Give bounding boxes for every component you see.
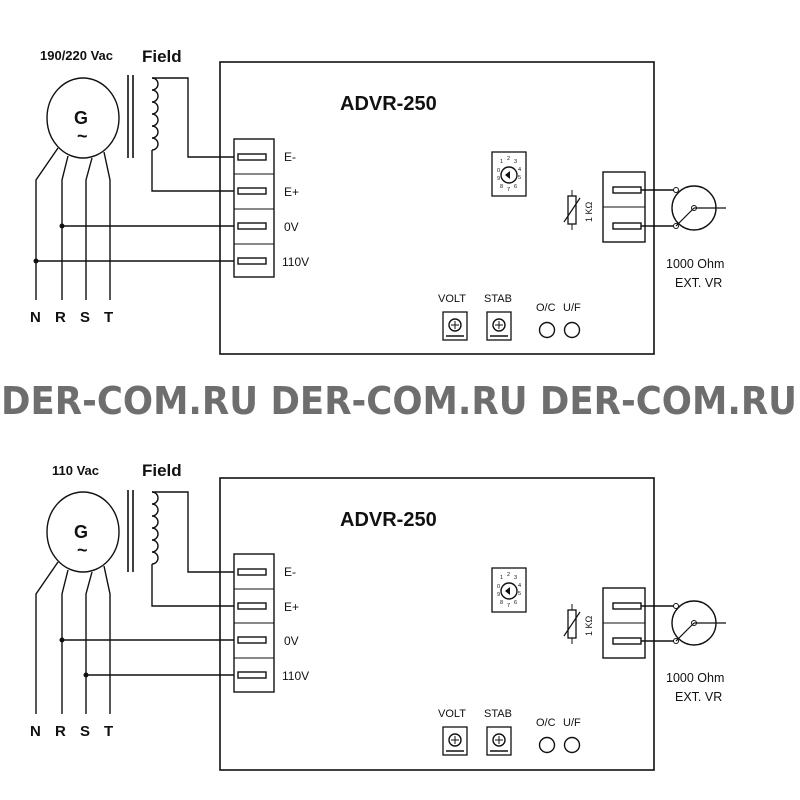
- phase-t: T: [104, 723, 113, 740]
- generator-symbol: G: [74, 108, 88, 128]
- dial-number: 7: [507, 603, 510, 609]
- resistor-label: 1 KΩ: [584, 201, 594, 222]
- terminal-110v: 110V: [282, 669, 309, 683]
- diagram-top: ADVR-250 190/220 Vac Field G ~ N R S T: [30, 47, 726, 355]
- dial-number: 6: [514, 600, 517, 606]
- dial-number: 8: [500, 184, 503, 190]
- terminal-e-plus: E+: [284, 600, 299, 614]
- uf-label: U/F: [563, 717, 581, 729]
- rotary-dial-icon[interactable]: 0 1 2 3 4 5 6 7 8 9: [491, 151, 527, 197]
- generator-icon: [46, 491, 120, 573]
- volt-label: VOLT: [438, 293, 466, 305]
- watermark: DER-COM.RU DER-COM.RU DER-COM.RU: [1, 379, 797, 423]
- dial-number: 8: [500, 600, 503, 606]
- dial-number: 7: [507, 187, 510, 193]
- dial-number: 1: [500, 575, 503, 581]
- oc-led-icon: [538, 736, 556, 754]
- dial-number: 4: [518, 583, 521, 589]
- phase-s: S: [80, 309, 90, 326]
- phase-r: R: [55, 723, 66, 740]
- external-variable-resistor-icon[interactable]: [671, 185, 726, 231]
- model-label: ADVR-250: [340, 509, 437, 531]
- ext-terminal-block: [602, 587, 646, 659]
- dial-number: 9: [497, 592, 500, 598]
- dial-number: 3: [514, 159, 517, 165]
- terminal-0v: 0V: [284, 634, 299, 648]
- dial-number: 3: [514, 575, 517, 581]
- uf-led-icon: [563, 321, 581, 339]
- dial-number: 6: [514, 184, 517, 190]
- dial-number: 4: [518, 167, 521, 173]
- volt-trimmer-icon[interactable]: [442, 311, 468, 341]
- phase-r: R: [55, 309, 66, 326]
- controller-box: [219, 61, 655, 355]
- dial-number: 0: [497, 168, 500, 174]
- dial-number: 1: [500, 159, 503, 165]
- terminal-e-minus: E-: [284, 565, 296, 579]
- stab-trimmer-icon[interactable]: [486, 726, 512, 756]
- volt-trimmer-icon[interactable]: [442, 726, 468, 756]
- resistor-icon: [563, 190, 581, 230]
- oc-label: O/C: [536, 302, 556, 314]
- phase-n: N: [30, 723, 41, 740]
- phase-s: S: [80, 723, 90, 740]
- generator-icon: [46, 77, 120, 159]
- phase-t: T: [104, 309, 113, 326]
- resistor-label: 1 KΩ: [584, 615, 594, 636]
- controller-box: [219, 477, 655, 771]
- stab-label: STAB: [484, 708, 512, 720]
- uf-label: U/F: [563, 302, 581, 314]
- terminal-e-minus: E-: [284, 150, 296, 164]
- generator-tilde: ~: [77, 540, 88, 560]
- terminal-block: [233, 553, 275, 693]
- rotary-dial-icon[interactable]: 0 1 2 3 4 5 6 7 8 9: [491, 567, 527, 613]
- ext-vr-value: 1000 Ohm: [666, 257, 724, 271]
- uf-led-icon: [563, 736, 581, 754]
- field-winding-icon: [127, 490, 159, 572]
- field-winding-icon: [127, 75, 159, 158]
- volt-label: VOLT: [438, 708, 466, 720]
- terminal-0v: 0V: [284, 220, 299, 234]
- model-label: ADVR-250: [340, 93, 437, 115]
- dial-number: 0: [497, 584, 500, 590]
- ext-vr-label: EXT. VR: [675, 690, 722, 704]
- ext-terminal-block: [602, 171, 646, 243]
- external-variable-resistor-icon[interactable]: [671, 600, 726, 646]
- stab-label: STAB: [484, 293, 512, 305]
- generator-symbol: G: [74, 522, 88, 542]
- ext-vr-value: 1000 Ohm: [666, 671, 724, 685]
- terminal-block: [233, 138, 275, 278]
- dial-number: 5: [518, 175, 521, 181]
- phase-n: N: [30, 309, 41, 326]
- oc-led-icon: [538, 321, 556, 339]
- field-label: Field: [142, 47, 182, 66]
- dial-number: 2: [507, 156, 510, 162]
- diagram-bottom: ADVR-250 110 Vac Field G ~ N R S T: [30, 461, 726, 771]
- oc-label: O/C: [536, 717, 556, 729]
- dial-number: 9: [497, 176, 500, 182]
- dial-number: 5: [518, 591, 521, 597]
- supply-label: 190/220 Vac: [40, 48, 113, 63]
- ext-vr-label: EXT. VR: [675, 276, 722, 290]
- resistor-icon: [563, 604, 581, 644]
- dial-number: 2: [507, 572, 510, 578]
- stab-trimmer-icon[interactable]: [486, 311, 512, 341]
- terminal-110v: 110V: [282, 255, 309, 269]
- terminal-e-plus: E+: [284, 185, 299, 199]
- field-label: Field: [142, 461, 182, 480]
- supply-label: 110 Vac: [52, 463, 99, 478]
- generator-tilde: ~: [77, 126, 88, 146]
